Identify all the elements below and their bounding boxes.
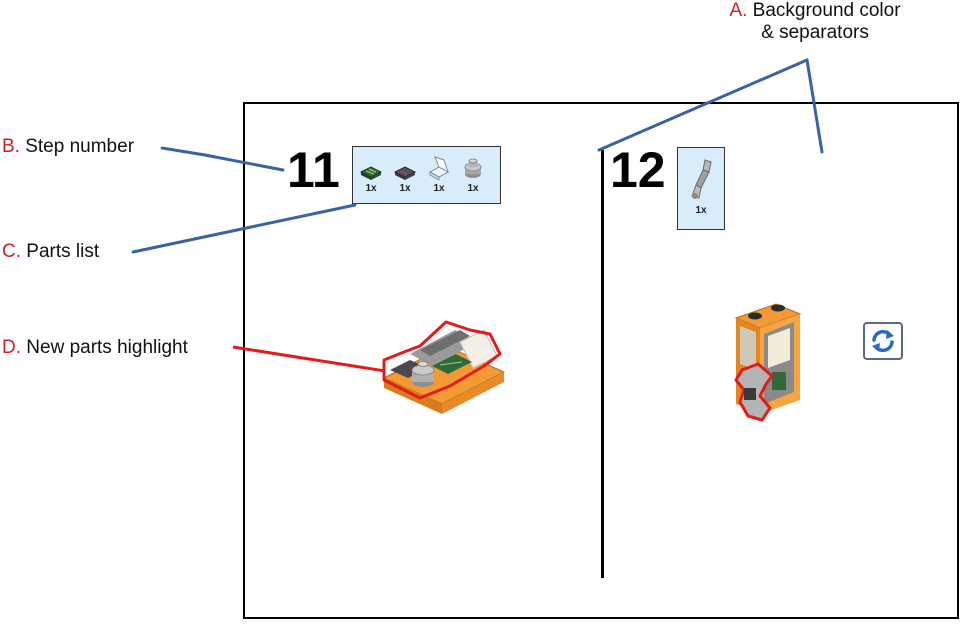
callout-background-color: A. Background color & separators — [729, 0, 901, 43]
dark-circuit-tile-icon — [393, 166, 417, 180]
part-item: 1x — [687, 158, 715, 216]
callout-parts-list: C. Parts list — [2, 241, 100, 262]
part-item: 1x — [425, 156, 453, 194]
step-11-model-illustration — [382, 320, 506, 414]
callout-line-a-separator — [597, 58, 809, 152]
step-11-number: 11 — [287, 142, 340, 198]
callout-line-b — [160, 146, 285, 172]
gray-round-brick-icon — [464, 158, 482, 178]
part-item: 1x — [391, 160, 419, 194]
rotate-button[interactable] — [863, 322, 903, 360]
step-12-model-illustration — [734, 303, 802, 422]
green-circuit-tile-icon — [359, 166, 383, 180]
callout-line-a-background — [805, 58, 824, 154]
transparent-slope-icon — [428, 156, 450, 181]
step-11-parts-list: 1x 1x 1x 1x — [352, 146, 501, 204]
callout-line-c — [131, 203, 357, 254]
part-item: 1x — [459, 156, 487, 194]
rotate-arrows-icon — [872, 329, 894, 353]
gray-robot-arm-icon — [691, 159, 712, 199]
step-12-number: 12 — [610, 142, 666, 198]
callout-line-d — [232, 345, 386, 373]
callout-step-number: B. Step number — [2, 136, 135, 157]
callout-new-parts-highlight: D. New parts highlight — [2, 337, 188, 358]
step-separator — [601, 150, 604, 578]
part-item: 1x — [357, 160, 385, 194]
step-12-parts-list: 1x — [677, 147, 725, 230]
